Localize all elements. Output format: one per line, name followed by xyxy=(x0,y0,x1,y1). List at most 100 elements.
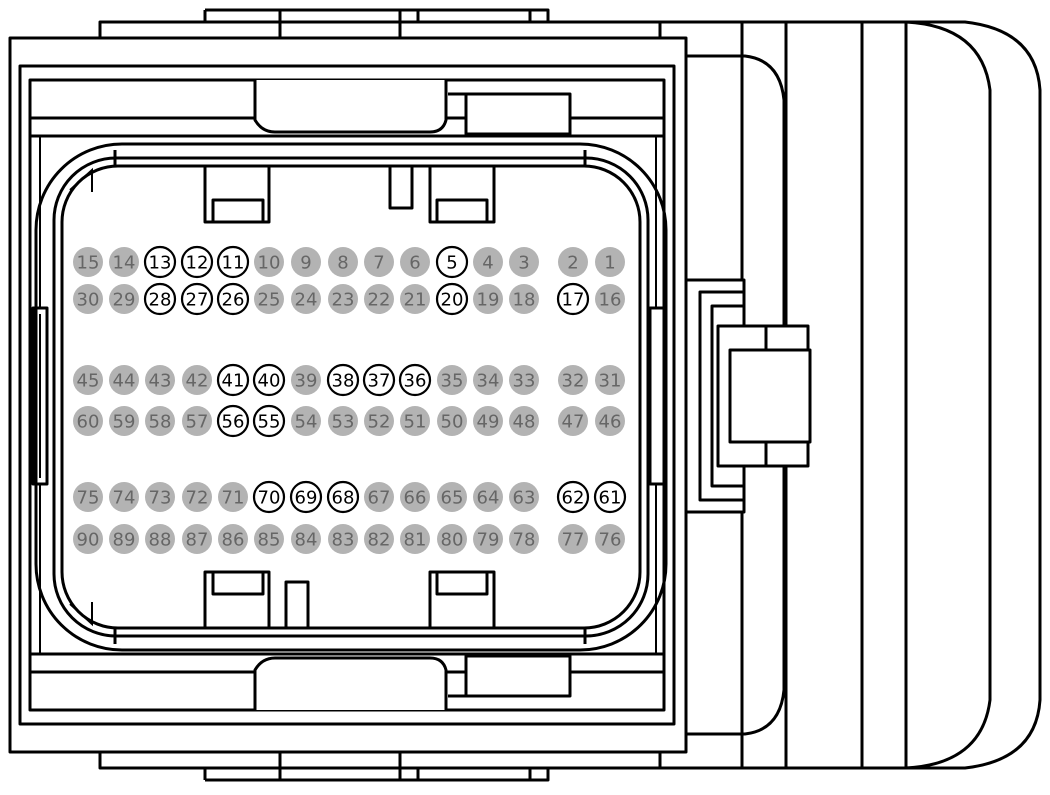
pin-label: 12 xyxy=(186,253,209,274)
pin-label: 60 xyxy=(77,412,100,433)
pin-circle xyxy=(400,406,430,436)
pin-circle xyxy=(437,406,467,436)
pin-19: 19 xyxy=(473,284,503,314)
pin-24: 24 xyxy=(291,284,321,314)
pin-79: 79 xyxy=(473,524,503,554)
pin-circle xyxy=(509,524,539,554)
pin-circle xyxy=(364,247,394,277)
pin-label: 10 xyxy=(258,253,281,274)
pin-45: 45 xyxy=(73,365,103,395)
pin-circle xyxy=(254,284,284,314)
pin-73: 73 xyxy=(145,482,175,512)
pin-43: 43 xyxy=(145,365,175,395)
pin-circle xyxy=(180,245,214,279)
pin-label: 15 xyxy=(77,253,100,274)
pin-label: 65 xyxy=(441,488,464,509)
pin-circle xyxy=(218,482,248,512)
pin-61: 61 xyxy=(593,480,627,514)
pin-label: 82 xyxy=(368,530,391,551)
pin-circle xyxy=(556,480,590,514)
pin-label: 2 xyxy=(567,253,578,274)
pin-circle xyxy=(558,365,588,395)
pin-25: 25 xyxy=(254,284,284,314)
pin-label: 70 xyxy=(258,488,281,509)
pin-circle xyxy=(109,365,139,395)
pin-7: 7 xyxy=(364,247,394,277)
pin-label: 67 xyxy=(368,488,391,509)
pin-31: 31 xyxy=(595,365,625,395)
pin-circle xyxy=(400,247,430,277)
pin-48: 48 xyxy=(509,406,539,436)
pin-label: 81 xyxy=(404,530,427,551)
pin-label: 51 xyxy=(404,412,427,433)
pin-8: 8 xyxy=(328,247,358,277)
pin-label: 45 xyxy=(77,371,100,392)
mating-face xyxy=(34,142,668,652)
pin-label: 62 xyxy=(562,488,585,509)
pin-4: 4 xyxy=(473,247,503,277)
pin-circle xyxy=(364,482,394,512)
pin-circle xyxy=(73,284,103,314)
pin-84: 84 xyxy=(291,524,321,554)
pin-57: 57 xyxy=(182,406,212,436)
pin-label: 44 xyxy=(113,371,136,392)
pin-label: 42 xyxy=(186,371,209,392)
pin-70: 70 xyxy=(252,480,286,514)
pin-18: 18 xyxy=(509,284,539,314)
pin-label: 77 xyxy=(562,530,585,551)
rear-shell xyxy=(660,20,1042,770)
pin-label: 8 xyxy=(337,253,348,274)
pin-circle xyxy=(435,282,469,316)
pin-circle xyxy=(364,406,394,436)
pin-circle xyxy=(328,284,358,314)
pin-label: 20 xyxy=(441,290,464,311)
pin-label: 27 xyxy=(186,290,209,311)
pin-64: 64 xyxy=(473,482,503,512)
pin-label: 84 xyxy=(295,530,318,551)
pin-circle xyxy=(289,480,323,514)
pin-label: 39 xyxy=(295,371,318,392)
pin-33: 33 xyxy=(509,365,539,395)
pin-12: 12 xyxy=(180,245,214,279)
pin-circle xyxy=(558,247,588,277)
pin-label: 34 xyxy=(477,371,500,392)
pin-label: 46 xyxy=(599,412,622,433)
pin-label: 80 xyxy=(441,530,464,551)
pin-circle xyxy=(509,482,539,512)
pin-circle xyxy=(435,245,469,279)
pin-62: 62 xyxy=(556,480,590,514)
pin-label: 85 xyxy=(258,530,281,551)
pin-78: 78 xyxy=(509,524,539,554)
pin-circle xyxy=(556,282,590,316)
pin-10: 10 xyxy=(254,247,284,277)
pin-label: 88 xyxy=(149,530,172,551)
pin-label: 9 xyxy=(300,253,311,274)
pin-74: 74 xyxy=(109,482,139,512)
pin-circle xyxy=(73,482,103,512)
pin-circle xyxy=(509,284,539,314)
pin-49: 49 xyxy=(473,406,503,436)
pin-85: 85 xyxy=(254,524,284,554)
pin-circle xyxy=(216,363,250,397)
pin-circle xyxy=(364,524,394,554)
pin-circle xyxy=(218,524,248,554)
pin-circle xyxy=(216,245,250,279)
pin-circle xyxy=(473,284,503,314)
pin-label: 73 xyxy=(149,488,172,509)
pin-circle xyxy=(254,524,284,554)
pin-label: 69 xyxy=(295,488,318,509)
pin-circle xyxy=(143,282,177,316)
pin-52: 52 xyxy=(364,406,394,436)
pin-label: 71 xyxy=(222,488,245,509)
pin-circle xyxy=(73,365,103,395)
pin-26: 26 xyxy=(216,282,250,316)
pin-29: 29 xyxy=(109,284,139,314)
pin-circle xyxy=(291,365,321,395)
pin-label: 89 xyxy=(113,530,136,551)
pin-5: 5 xyxy=(435,245,469,279)
pin-13: 13 xyxy=(143,245,177,279)
pin-81: 81 xyxy=(400,524,430,554)
pin-label: 13 xyxy=(149,253,172,274)
pin-circle xyxy=(216,404,250,438)
